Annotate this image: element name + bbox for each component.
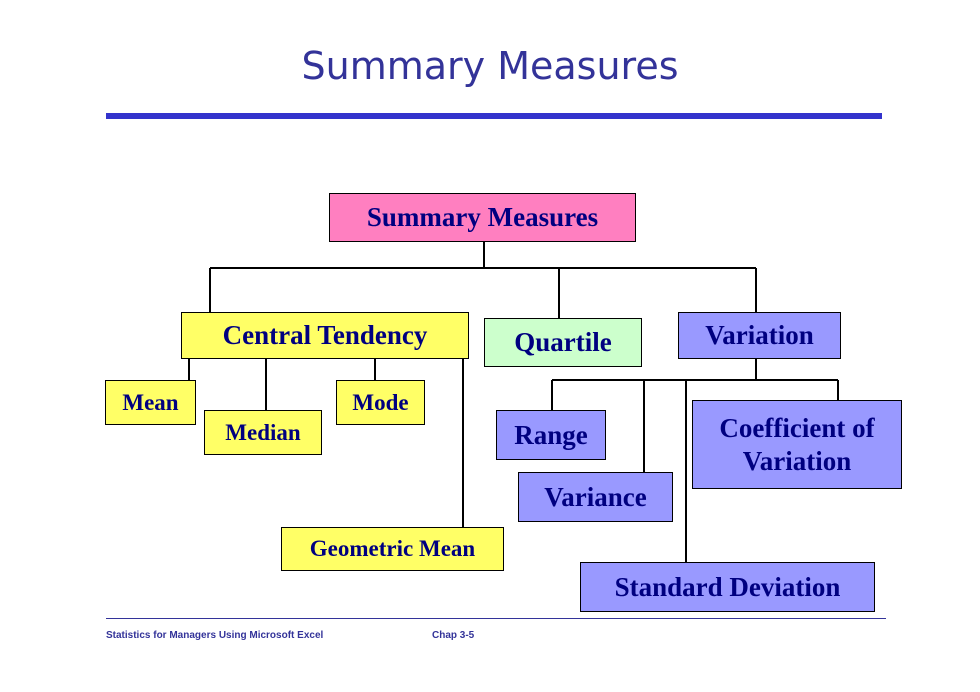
node-label: Geometric Mean (309, 536, 476, 562)
node-range: Range (496, 410, 606, 460)
node-variation: Variation (678, 312, 841, 359)
node-median: Median (204, 410, 322, 455)
footer-rule (106, 618, 886, 619)
node-geometric-mean: Geometric Mean (281, 527, 504, 571)
node-label: Median (225, 419, 301, 445)
node-label: Variation (705, 320, 814, 351)
node-summary-measures: Summary Measures (329, 193, 636, 242)
node-label: Central Tendency (222, 320, 428, 351)
slide-title: Summary Measures (301, 44, 679, 88)
node-label: Mean (122, 389, 179, 415)
node-mean: Mean (105, 380, 196, 425)
footer-source: Statistics for Managers Using Microsoft … (106, 630, 324, 641)
node-variance: Variance (518, 472, 673, 522)
node-label: Summary Measures (366, 202, 599, 233)
footer-chapter: Chap 3-5 (432, 630, 475, 641)
node-label: Quartile (514, 327, 612, 358)
node-label: Range (514, 419, 588, 450)
node-label: Variance (544, 481, 647, 512)
node-label: Coefficient of Variation (719, 413, 875, 476)
node-mode: Mode (336, 380, 425, 425)
node-central-tendency: Central Tendency (181, 312, 469, 359)
node-label: Standard Deviation (614, 571, 841, 602)
title-underline (106, 113, 882, 119)
node-coefficient-of-variation: Coefficient of Variation (692, 400, 902, 489)
node-quartile: Quartile (484, 318, 642, 367)
node-standard-deviation: Standard Deviation (580, 562, 875, 612)
node-label: Mode (352, 389, 409, 415)
